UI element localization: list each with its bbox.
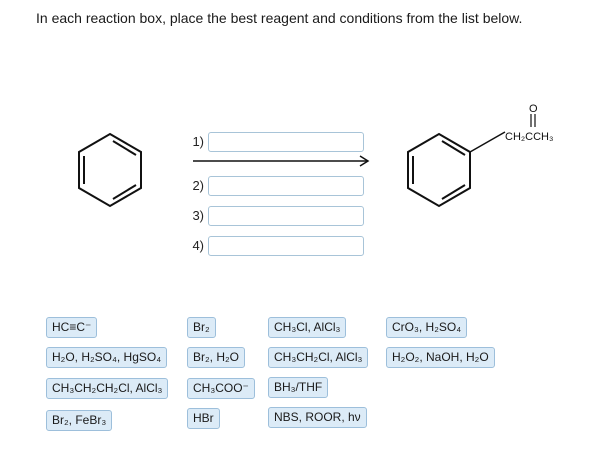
product-oxygen-label: O [529,103,538,115]
reagent-chip-peroxide-base[interactable]: H₂O₂, NaOH, H₂O [386,347,495,368]
reagent-chip-methyl-chloride-alcl3[interactable]: CH₃Cl, AlCl₃ [268,317,347,338]
reagent-chip-acetate[interactable]: CH₃COO⁻ [187,378,255,399]
step-2-label: 2) [192,178,204,193]
benzene-structure [78,132,142,208]
step-4-drop-box[interactable] [208,236,364,256]
reagent-chip-ethyl-chloride-alcl3[interactable]: CH₃CH₂Cl, AlCl₃ [268,347,369,368]
step-1-drop-box[interactable] [208,132,364,152]
reaction-arrow [193,155,370,167]
product-structure [407,114,536,208]
reagent-chip-borane-thf[interactable]: BH₃/THF [268,377,329,398]
reagent-chip-cro3-h2so4[interactable]: CrO₃, H₂SO₄ [386,317,468,338]
reagent-chip-oxymercuration[interactable]: H₂O, H₂SO₄, HgSO₄ [46,347,168,368]
step-3-drop-box[interactable] [208,206,364,226]
step-2-drop-box[interactable] [208,176,364,196]
reagent-chip-hbr[interactable]: HBr [187,408,220,429]
reagent-chip-bromine[interactable]: Br₂ [187,317,216,338]
instruction-text: In each reaction box, place the best rea… [36,10,523,26]
reagent-chip-bromine-febr3[interactable]: Br₂, FeBr₃ [46,410,113,431]
step-1-label: 1) [192,134,204,149]
reagent-chip-bromine-water[interactable]: Br₂, H₂O [187,347,245,368]
step-3-label: 3) [192,208,204,223]
reagent-chip-propyl-chloride-alcl3[interactable]: CH₃CH₂CH₂Cl, AlCl₃ [46,378,169,399]
reagent-chip-acetylide[interactable]: HC≡C⁻ [46,317,98,338]
reagent-chip-nbs-radical[interactable]: NBS, ROOR, hν [268,407,367,428]
step-4-label: 4) [192,238,204,253]
product-substituent-label: CH₂CCH₃ [505,131,553,143]
